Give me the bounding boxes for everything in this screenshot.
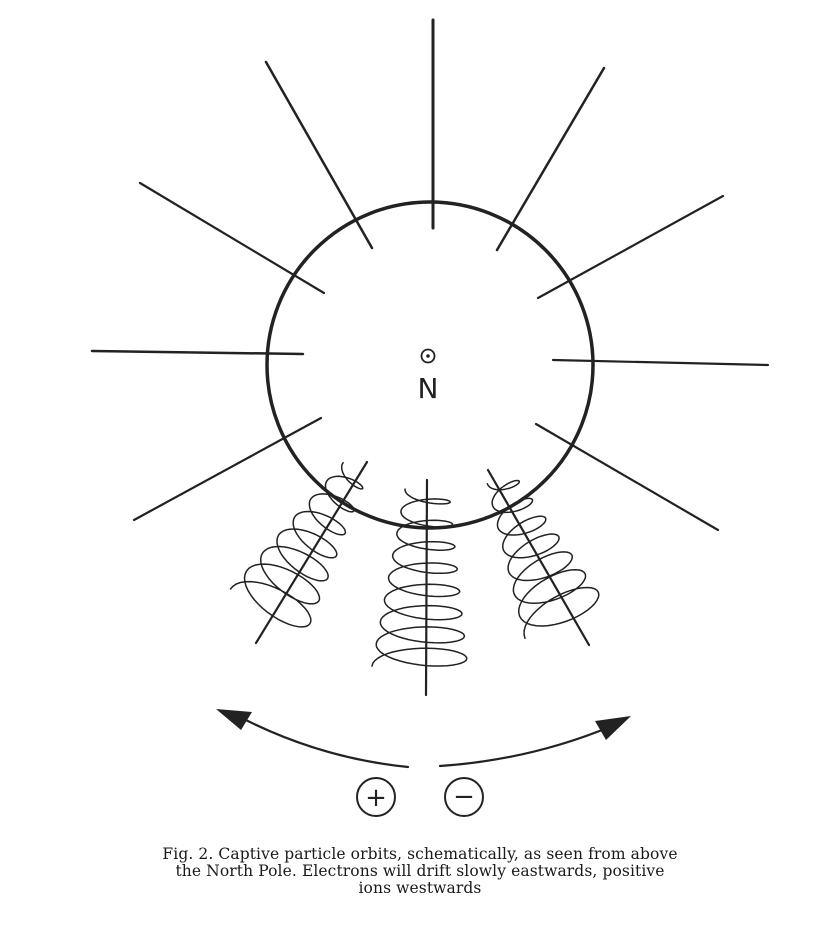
positive-charge-symbol: + [356,777,396,817]
left-orbit-helix [229,461,364,628]
field-line [132,416,323,522]
field-line [138,181,326,295]
plus-circle-icon [356,777,396,817]
field-line [534,422,720,532]
field-line [536,194,725,300]
minus-sign: − [453,782,475,812]
center-orbit-helix [371,488,468,667]
north-pole-marker: N [418,348,439,405]
westward-arrow-shaft [234,713,410,769]
caption-line-2: the North Pole. Electrons will drift slo… [175,862,665,880]
field-line [424,478,429,697]
field-lines [90,18,770,697]
negative-charge-symbol: − [444,777,484,817]
eastward-arrowhead-icon [595,716,631,740]
field-line [551,358,770,367]
particle-orbits [229,461,600,667]
minus-circle-icon [444,777,484,817]
field-line [90,349,305,356]
plus-sign: + [365,783,387,813]
caption-line-3: ions westwards [358,879,482,897]
pole-label: N [418,372,439,405]
field-line [254,460,369,645]
eastward-arrow-shaft [438,724,614,768]
drift-arrows [216,709,631,769]
figure-caption: Fig. 2. Captive particle orbits, schemat… [80,846,760,897]
earth-circle [265,200,595,530]
westward-arrowhead-icon [216,709,252,730]
pole-dot-center [426,354,430,358]
field-line [495,66,606,252]
pole-dot-icon [420,348,436,364]
right-orbit-helix [486,479,600,640]
field-line [264,60,374,250]
caption-line-1: Fig. 2. Captive particle orbits, schemat… [162,845,678,863]
field-line [486,468,591,647]
